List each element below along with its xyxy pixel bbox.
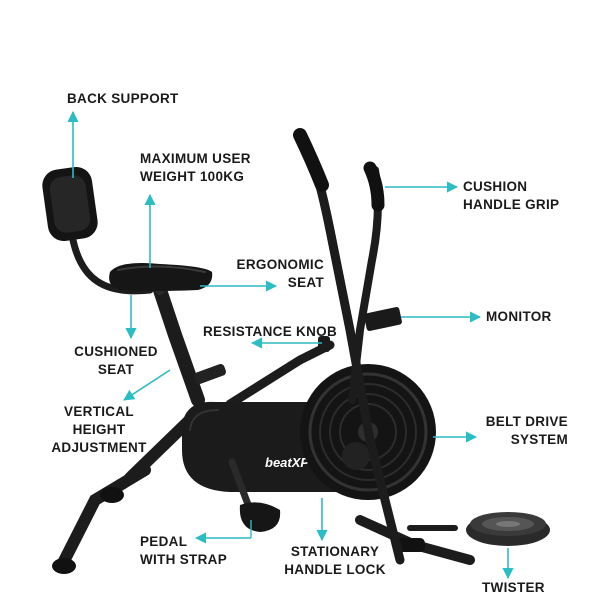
brand-logo: beatXP (265, 455, 309, 470)
label-twister: TWISTER (482, 579, 545, 597)
label-monitor: MONITOR (486, 308, 552, 326)
label-vertical-height-line3: ADJUSTMENT (51, 440, 147, 455)
label-belt-drive-line1: BELT DRIVE (485, 414, 568, 429)
label-cushioned-seat-line2: SEAT (97, 362, 135, 377)
label-max-weight: MAXIMUM USER WEIGHT 100KG (140, 150, 251, 186)
label-twister-text: TWISTER (482, 580, 545, 595)
bike: beatXP (42, 128, 550, 574)
label-monitor-text: MONITOR (486, 309, 552, 324)
label-belt-drive-system: BELT DRIVE SYSTEM (470, 413, 568, 449)
label-ergonomic-seat-line2: SEAT (287, 275, 324, 290)
label-pedal-with-strap: PEDAL WITH STRAP (140, 533, 227, 569)
label-vertical-height-line2: HEIGHT (72, 422, 126, 437)
label-belt-drive-line2: SYSTEM (510, 432, 568, 447)
label-ergonomic-seat-line1: ERGONOMIC (236, 257, 324, 272)
label-max-weight-line1: MAXIMUM USER (140, 151, 251, 166)
callout-arrows (67, 110, 514, 580)
label-pedal-strap-line2: WITH STRAP (140, 552, 227, 567)
label-vertical-height-adjustment: VERTICAL HEIGHT ADJUSTMENT (44, 403, 154, 457)
label-back-support-text: BACK SUPPORT (67, 91, 179, 106)
label-stationary-lock-line1: STATIONARY (290, 544, 380, 559)
label-cushion-handle-grip: CUSHION HANDLE GRIP (463, 178, 559, 214)
label-pedal-strap-line1: PEDAL (140, 534, 188, 549)
label-max-weight-line2: WEIGHT 100KG (140, 169, 245, 184)
label-back-support: BACK SUPPORT (67, 90, 179, 108)
label-cushion-grip-line1: CUSHION (463, 179, 528, 194)
label-resistance-knob: RESISTANCE KNOB (203, 323, 337, 341)
label-stationary-lock-line2: HANDLE LOCK (284, 562, 386, 577)
label-cushioned-seat-line1: CUSHIONED (74, 344, 158, 359)
label-cushioned-seat: CUSHIONED SEAT (70, 343, 162, 379)
label-stationary-handle-lock: STATIONARY HANDLE LOCK (280, 543, 390, 579)
label-ergonomic-seat: ERGONOMIC SEAT (226, 256, 324, 292)
label-resistance-knob-text: RESISTANCE KNOB (203, 324, 338, 339)
label-cushion-grip-line2: HANDLE GRIP (463, 197, 560, 212)
label-vertical-height-line1: VERTICAL (64, 404, 134, 419)
